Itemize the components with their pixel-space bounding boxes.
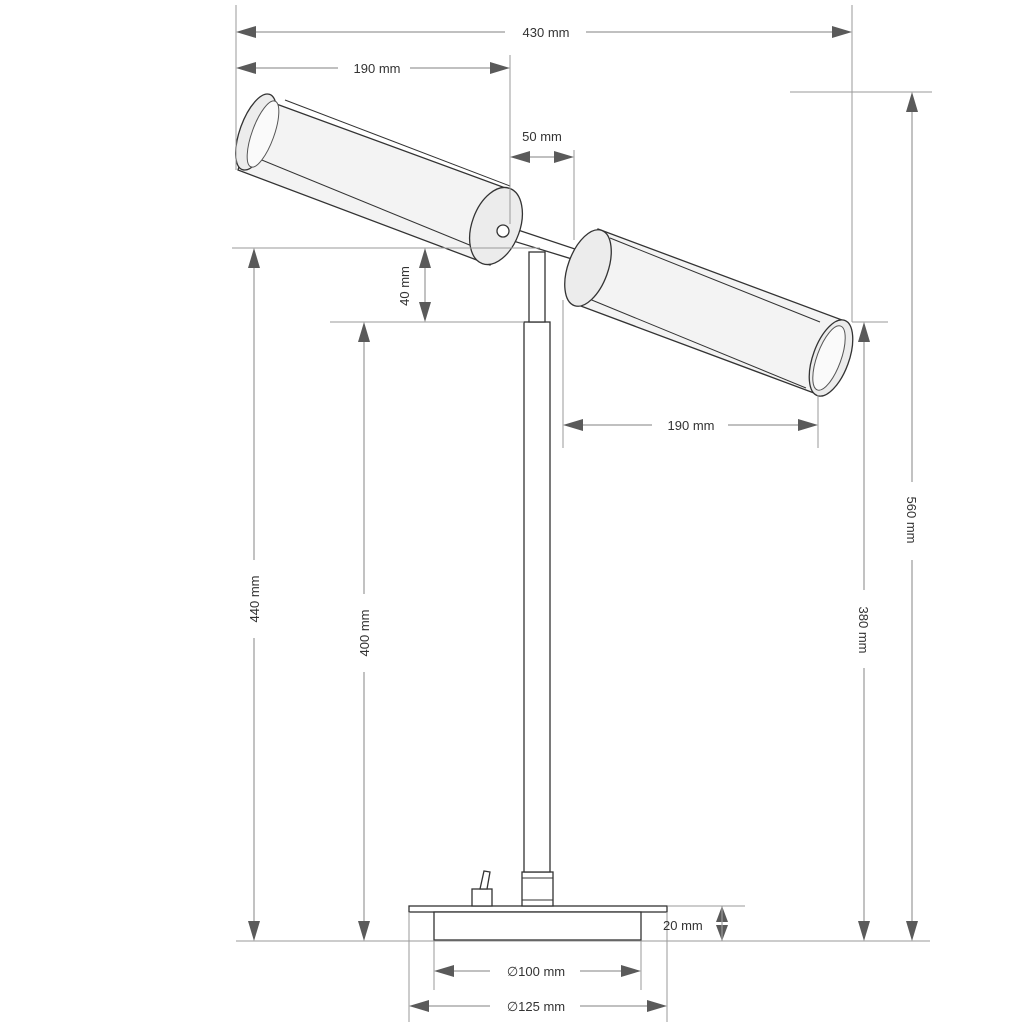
- base-plate: [408, 905, 668, 913]
- label-total-height: 560 mm: [904, 497, 919, 544]
- label-arm-offset: 50 mm: [522, 129, 562, 144]
- dimension-base-inner-diameter: ∅100 mm: [434, 964, 641, 979]
- dimension-left-arm: 190 mm: [236, 61, 510, 76]
- label-right-tip-height: 380 mm: [856, 607, 871, 654]
- dimension-right-tip-height: 380 mm: [856, 322, 871, 941]
- pole-collar: [521, 871, 554, 907]
- dimension-total-width: 430 mm: [236, 25, 852, 40]
- dimension-base-outer-diameter: ∅125 mm: [409, 999, 667, 1014]
- dimension-pole-height: 400 mm: [357, 322, 372, 941]
- label-pole-height: 400 mm: [357, 610, 372, 657]
- dimension-left-arm-height: 440 mm: [247, 248, 262, 941]
- label-pivot-drop: 40 mm: [397, 266, 412, 306]
- lamp-pole: [523, 321, 551, 873]
- lamp-illustration: [235, 93, 854, 941]
- extension-lines: [232, 5, 932, 1022]
- dimension-total-height: 560 mm: [904, 92, 919, 941]
- diameter-symbol-icon: ∅: [507, 999, 518, 1014]
- right-lamp-tube: [564, 228, 854, 397]
- left-lamp-tube: [235, 93, 524, 266]
- base-foot: [433, 911, 642, 941]
- dimension-pivot-drop: 40 mm: [397, 248, 431, 322]
- label-total-width: 430 mm: [523, 25, 570, 40]
- diameter-symbol-icon: ∅: [507, 964, 518, 979]
- lamp-upper-rod: [528, 251, 546, 323]
- label-right-arm: 190 mm: [668, 418, 715, 433]
- dimension-arm-offset: 50 mm: [510, 129, 574, 163]
- label-base-outer-diameter: ∅125 mm: [507, 999, 565, 1014]
- label-base-height: 20 mm: [663, 918, 703, 933]
- dimension-right-arm: 190 mm: [563, 418, 818, 433]
- dimension-base-height: 20 mm: [663, 906, 728, 941]
- label-left-arm: 190 mm: [354, 61, 401, 76]
- label-base-inner-diameter: ∅100 mm: [507, 964, 565, 979]
- toggle-switch-icon: [471, 870, 493, 907]
- label-left-arm-height: 440 mm: [247, 576, 262, 623]
